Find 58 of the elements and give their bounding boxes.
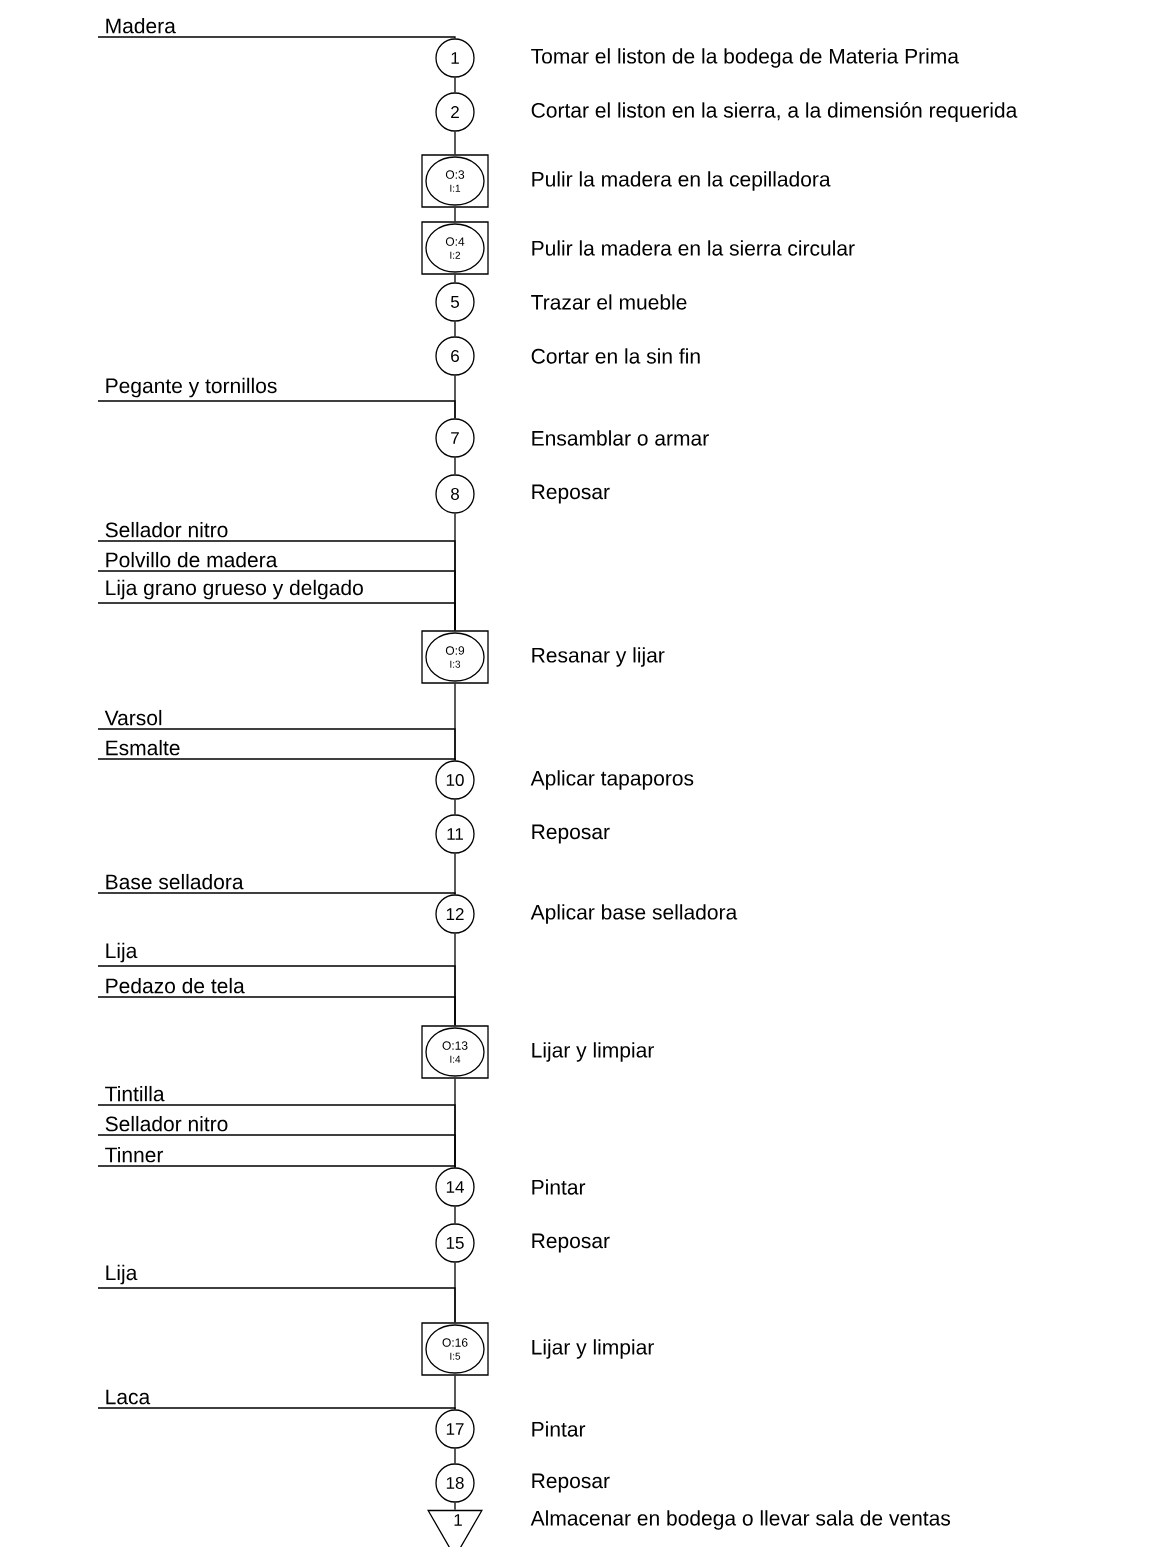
connector-line xyxy=(97,892,456,895)
material-label: Tintilla xyxy=(105,1085,165,1102)
material-label: Madera xyxy=(106,17,176,34)
step-description: Pulir la madera en la sierra circular xyxy=(532,240,855,256)
step-description: Aplicar base selladora xyxy=(530,904,738,924)
material-label: Polvillo de madera xyxy=(106,551,278,568)
step-description: Aplicar tapaporos xyxy=(530,770,694,790)
connector-line xyxy=(97,996,456,1026)
material-label: Pegante y tornillos xyxy=(106,377,277,398)
step-description: Cortar el liston en la sierra, a la dimensión requerida xyxy=(531,102,1018,122)
step-description: Pintar xyxy=(532,1421,586,1437)
connector-line xyxy=(97,1134,456,1168)
material-label: Varsol xyxy=(104,709,162,726)
step-description: Pulir la madera en la cepilladora xyxy=(532,171,831,191)
material-label: Lija grano grueso y delgado xyxy=(106,579,363,600)
material-label: Base selladora xyxy=(106,873,244,890)
step-description: Lijar y limpiar xyxy=(532,1339,654,1359)
connector-line xyxy=(454,799,456,815)
connector-line xyxy=(454,1375,456,1410)
connector-line xyxy=(454,1448,456,1464)
connector-line xyxy=(454,131,456,155)
step-description: Tomar el liston de la bodega de Materia Prima xyxy=(531,48,959,68)
connector-line xyxy=(97,758,456,761)
connector-line xyxy=(97,1407,456,1410)
step-description: Reposar xyxy=(532,1233,610,1253)
material-label: Tinner xyxy=(105,1146,164,1163)
connector-line xyxy=(454,274,456,283)
material-label: Lija xyxy=(106,942,138,963)
step-description: Ensamblar o armar xyxy=(532,430,709,446)
step-description: Reposar xyxy=(532,824,610,844)
connector-line xyxy=(97,36,456,39)
connector-line xyxy=(97,602,456,631)
connector-line xyxy=(454,1206,456,1224)
step-description: Almacenar en bodega o llevar sala de ventas xyxy=(530,1510,951,1530)
step-description: Reposar xyxy=(532,484,610,504)
step-description: Lijar y limpiar xyxy=(532,1042,654,1062)
material-label: Lija xyxy=(106,1264,138,1285)
step-description: Trazar el mueble xyxy=(531,294,687,310)
connector-line xyxy=(97,1287,456,1323)
connector-line xyxy=(454,1502,456,1511)
step-description: Resanar y lijar xyxy=(532,647,665,667)
material-label: Sellador nitro xyxy=(105,1115,228,1132)
material-label: Pedazo de tela xyxy=(106,977,245,994)
connector-line xyxy=(97,728,456,761)
storage-triangle: 1 xyxy=(427,1509,483,1547)
connector-line xyxy=(454,457,456,475)
connector-line xyxy=(454,321,456,337)
connector-line xyxy=(454,207,456,222)
step-description: Cortar en la sin fin xyxy=(531,348,700,364)
material-label: Esmalte xyxy=(106,739,180,756)
connector-line xyxy=(454,77,456,93)
step-description: Pintar xyxy=(532,1179,586,1195)
material-label: Sellador nitro xyxy=(105,521,228,538)
material-label: Laca xyxy=(106,1389,151,1405)
connector-line xyxy=(97,1165,456,1168)
step-description: Reposar xyxy=(532,1473,610,1493)
connector-line xyxy=(97,400,456,419)
connector-line xyxy=(454,853,456,895)
